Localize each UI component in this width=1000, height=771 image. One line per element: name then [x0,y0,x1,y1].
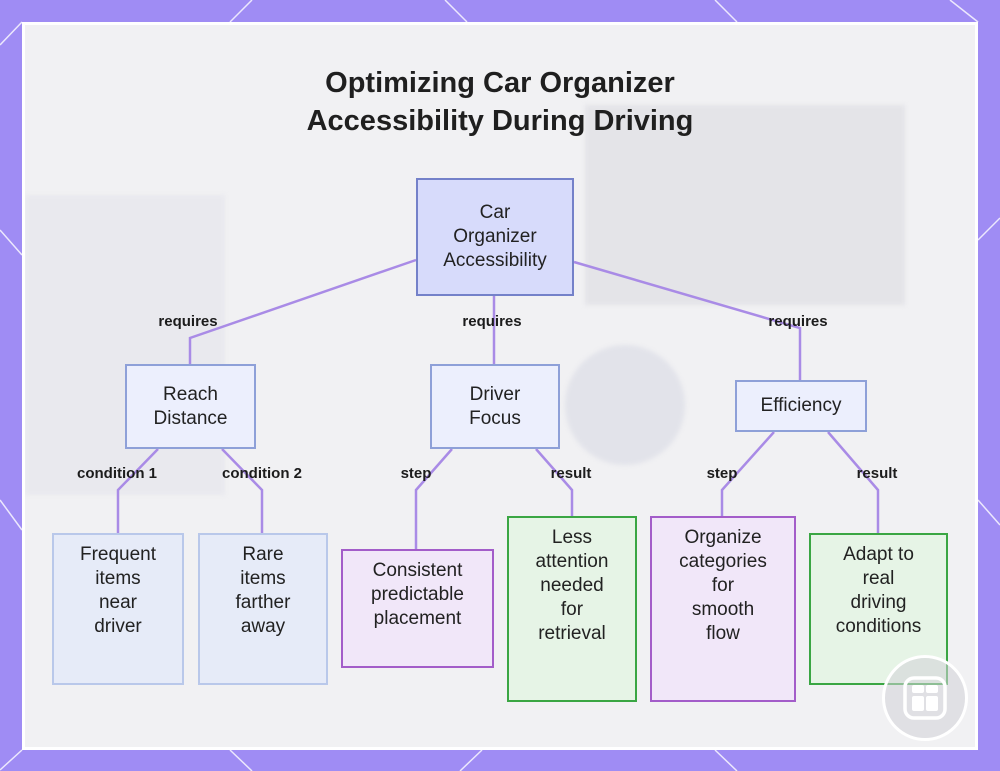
node-car-organizer-accessibility: Car Organizer Accessibility [416,178,574,296]
node-text-line: Consistent [372,560,463,581]
edge-root-reach [188,258,417,364]
node-text-line: flow [706,623,740,644]
node-text-line: Frequent [79,544,157,565]
edge-label-result: result [856,465,898,482]
edge-efficiency-organize [720,431,775,516]
edge-focus-less [535,448,574,516]
node-text-line: placement [373,608,462,629]
node-text-line: Less [551,527,593,548]
node-less-attention: Less attention needed for retrieval [507,516,637,702]
node-consistent-placement: Consistent predictable placement [341,549,494,668]
node-text-line: retrieval [538,623,606,644]
node-text-line: items [240,568,286,589]
edge-focus-consistent [414,448,453,549]
grid-app-icon [903,676,947,720]
node-text-line: driver [94,616,142,637]
node-text-line: for [560,599,584,620]
background-blur-shape [585,105,905,305]
node-adapt-conditions: Adapt to real driving conditions [809,533,948,685]
title-line-1: Optimizing Car Organizer [325,67,675,99]
node-text-line: Reach [163,383,218,405]
node-text-line: real [862,568,895,589]
node-text-line: Car [479,202,511,223]
node-text-line: needed [540,575,604,596]
edge-reach-rare [221,448,264,533]
edge-label-condition-1: condition 1 [77,465,157,482]
app-logo-badge [882,655,968,741]
node-text-line: items [95,568,141,589]
edge-label-step: step [400,465,432,482]
node-text-line: Accessibility [443,250,547,271]
node-frequent-items: Frequent items near driver [52,533,184,685]
edge-label-requires: requires [158,313,218,330]
node-text-line: categories [679,551,767,572]
node-text-line: Adapt to [843,544,914,565]
node-text-line: conditions [835,616,922,637]
edge-label-condition-2: condition 2 [222,465,302,482]
node-text-line: near [98,592,137,613]
node-efficiency: Efficiency [735,380,867,432]
node-text-line: driving [850,592,907,613]
edge-label-result: result [550,465,592,482]
diagram-title: Optimizing Car Organizer Accessibility D… [0,64,1000,140]
edge-label-step: step [706,465,738,482]
edge-efficiency-adapt [827,431,880,533]
edge-label-requires: requires [462,313,522,330]
node-organize-categories: Organize categories for smooth flow [650,516,796,702]
node-rare-items: Rare items farther away [198,533,328,685]
node-text-line: for [711,575,735,596]
node-text-line: Focus [469,407,521,429]
node-text-line: Efficiency [760,395,842,416]
node-text-line: Organize [684,527,762,548]
node-reach-distance: Reach Distance [125,364,256,449]
edge-label-requires: requires [768,313,828,330]
node-text-line: Distance [153,407,228,429]
title-line-2: Accessibility During Driving [306,105,694,137]
node-text-line: attention [535,551,609,572]
node-text-line: smooth [691,599,755,620]
node-text-line: Driver [469,383,521,405]
edge-reach-frequent [116,448,159,533]
edge-root-efficiency [573,260,802,380]
node-text-line: Organizer [453,226,537,247]
node-text-line: predictable [371,584,464,605]
node-text-line: away [240,616,286,637]
node-driver-focus: Driver Focus [430,364,560,449]
node-text-line: Rare [242,544,284,565]
background-blur-shape [565,345,685,465]
node-text-line: farther [235,592,291,613]
